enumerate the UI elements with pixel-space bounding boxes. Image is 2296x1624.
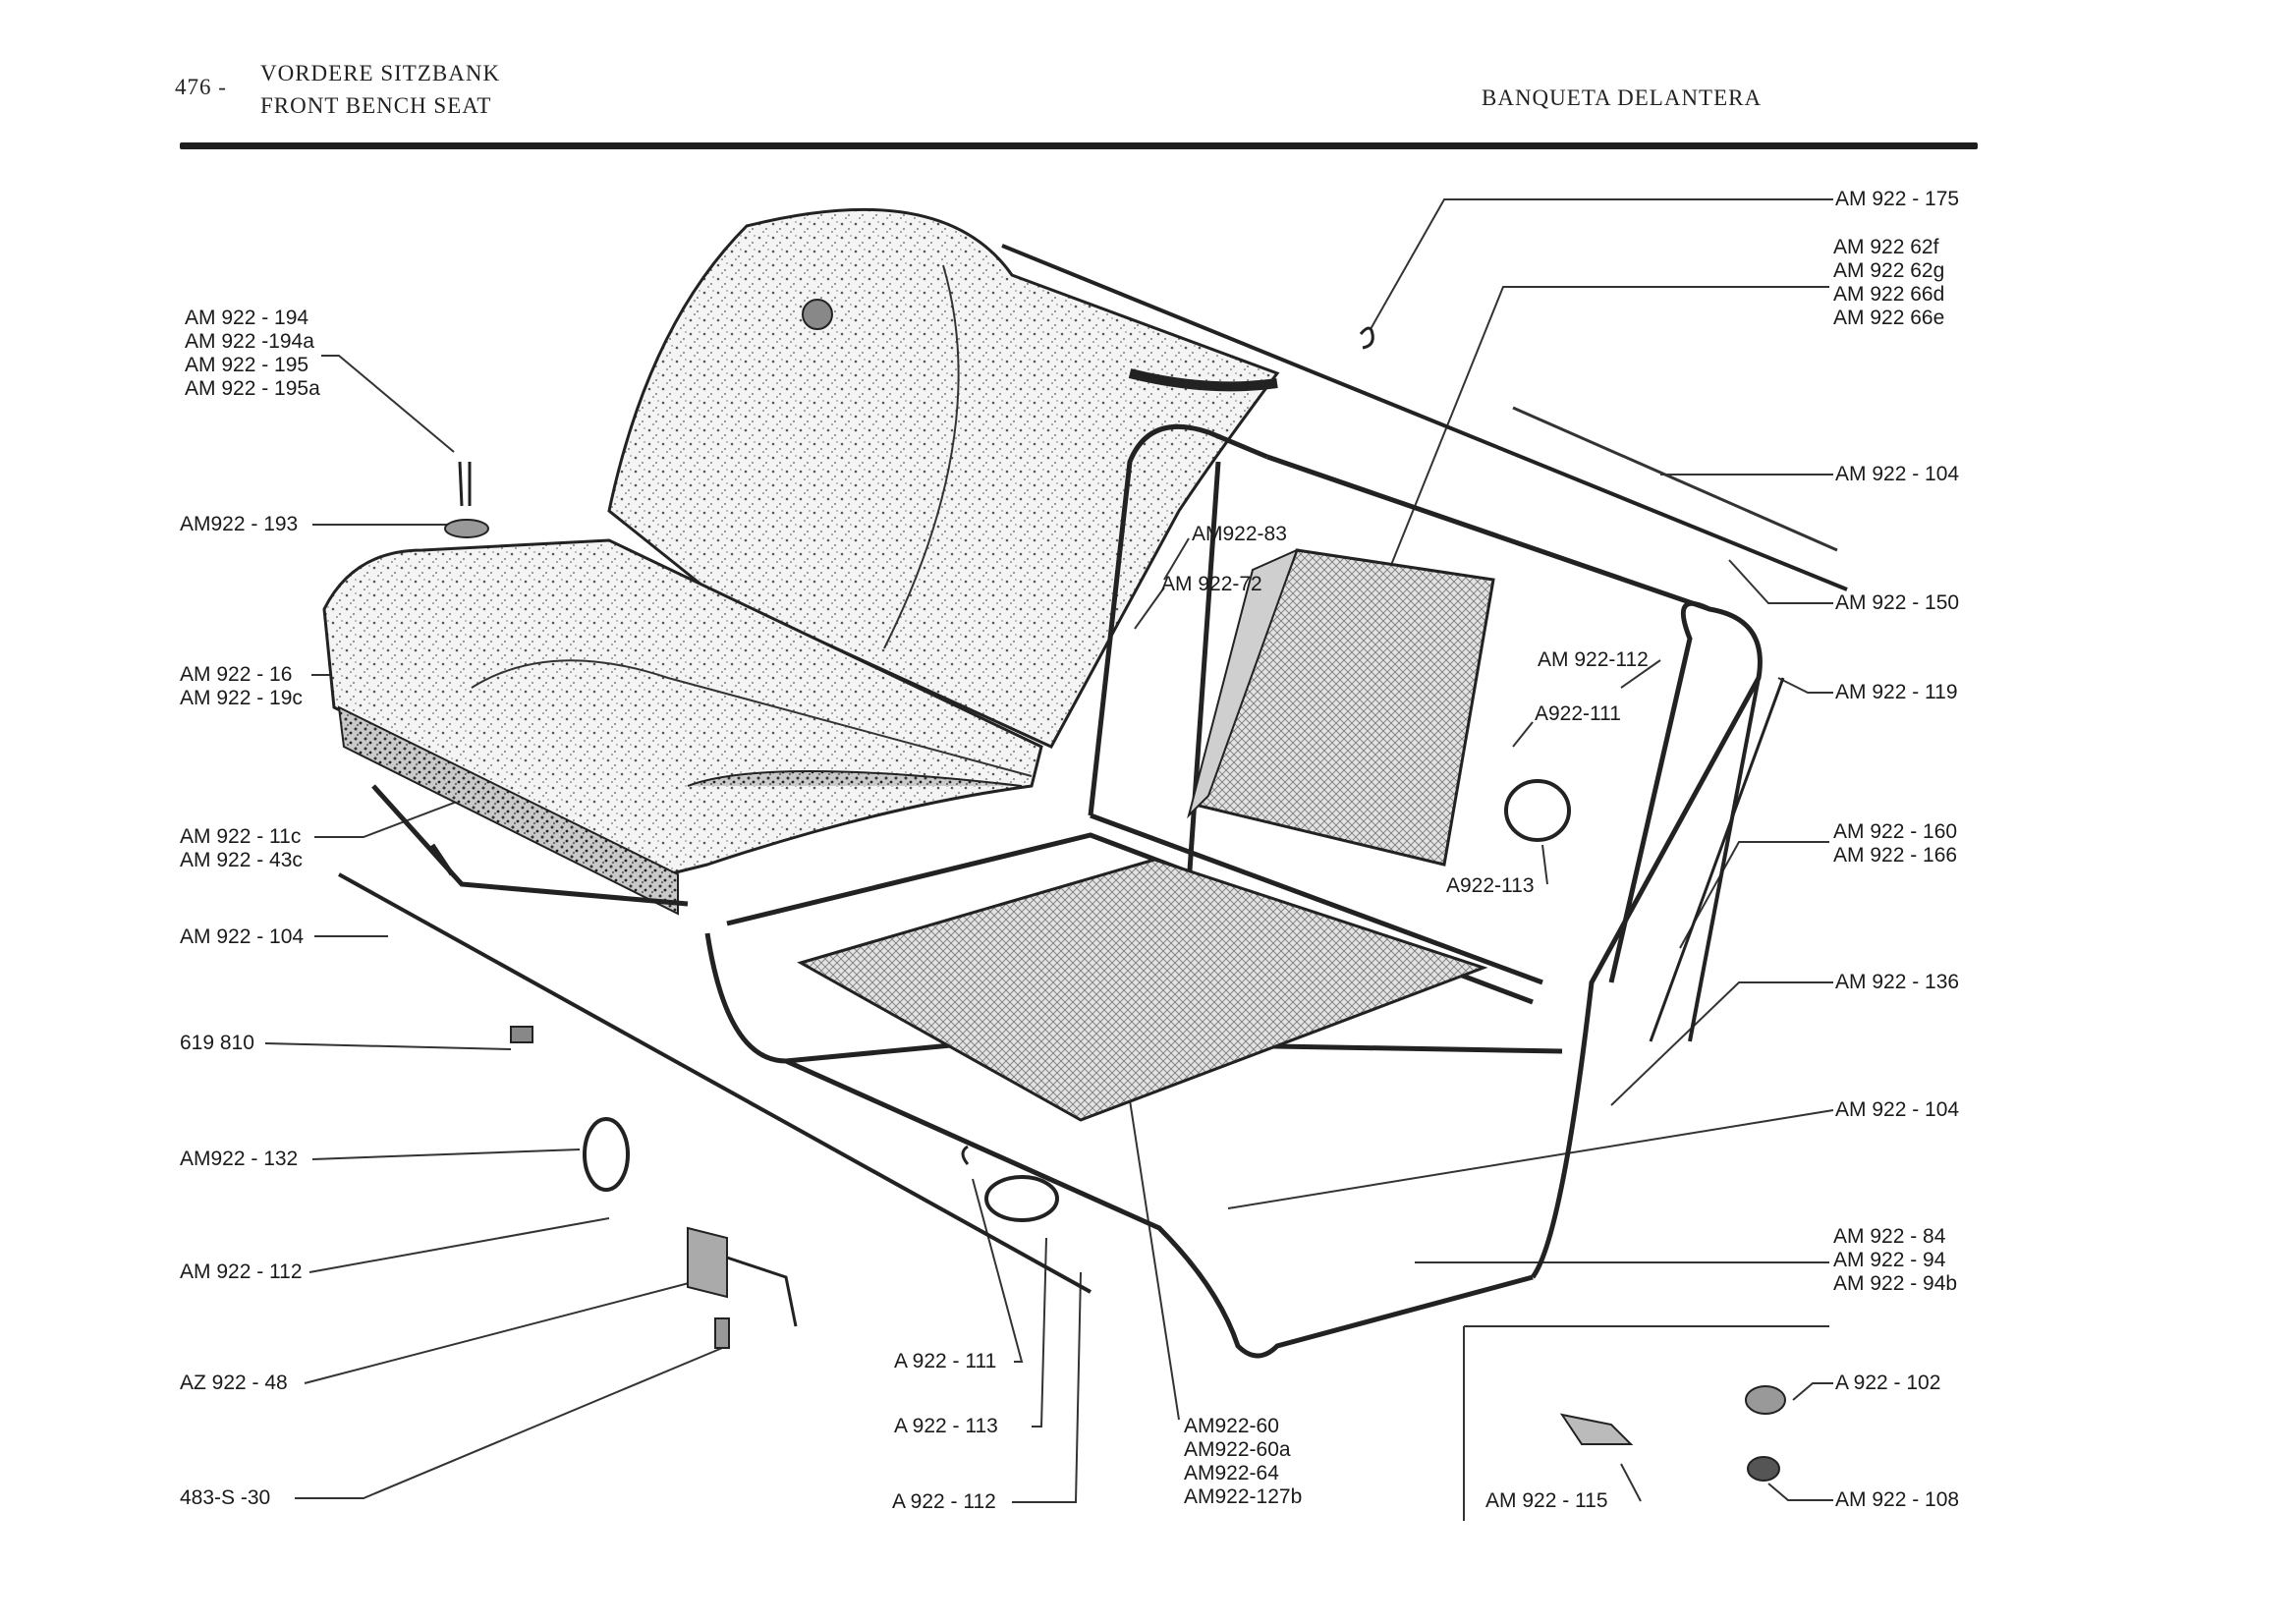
title-spanish: BANQUETA DELANTERA — [1482, 85, 1763, 110]
spring-hook — [961, 1145, 970, 1165]
callout-cushion: AM 922 - 11c AM 922 - 43c — [180, 825, 303, 871]
seat-frame — [371, 423, 1763, 1359]
callout-bolt: 483-S -30 — [180, 1486, 271, 1509]
callout-clip: 619 810 — [180, 1032, 254, 1054]
callout-upper-rod: AM 922 - 104 — [1835, 463, 1960, 485]
callout-side-rods: AM 922 - 160 AM 922 - 166 — [1833, 820, 1958, 867]
callout-clamp: AM 922 - 115 — [1485, 1489, 1608, 1512]
leader-lines — [264, 198, 1834, 1521]
callout-inner-112: AM 922-112 — [1538, 648, 1649, 671]
cap-part — [1747, 1456, 1780, 1482]
grommet — [1504, 779, 1571, 842]
callout-mesh-panel: AM922-60 AM922-60a AM922-64 AM922-127b — [1184, 1415, 1303, 1508]
ring-part — [583, 1117, 630, 1192]
callout-grommet-a: A 922 - 113 — [894, 1415, 998, 1437]
headrest-socket — [802, 299, 833, 330]
title-english: FRONT BENCH SEAT — [260, 93, 492, 118]
headrest-rod — [458, 461, 472, 507]
callout-hook: AM 922 - 112 — [180, 1260, 303, 1283]
backrest — [607, 207, 1280, 749]
clamp-part — [1559, 1413, 1634, 1445]
callout-inner-83: AM922-83 — [1192, 523, 1287, 545]
header-rule — [180, 142, 1978, 149]
callout-inner-113: A922-113 — [1446, 874, 1535, 897]
bracket-part — [687, 1226, 728, 1299]
callout-washer: AM922 - 193 — [180, 513, 299, 535]
callout-spring-hook-a: A 922 - 111 — [894, 1350, 997, 1372]
s-hook-part — [1359, 326, 1374, 350]
callout-ring: AM922 - 132 — [180, 1148, 299, 1170]
callout-cap: AM 922 - 108 — [1835, 1488, 1960, 1511]
callout-spring-hook-b: A 922 - 112 — [892, 1490, 996, 1513]
callout-strip: AM 922 - 136 — [1835, 971, 1960, 993]
callout-knob: A 922 - 102 — [1835, 1372, 1941, 1394]
callout-inner-72: AM 922-72 — [1161, 573, 1262, 595]
callout-inner-111: A922-111 — [1535, 702, 1621, 725]
washer-part — [444, 519, 489, 538]
knob-part — [1745, 1385, 1786, 1415]
bolt-part — [714, 1317, 730, 1349]
callout-long-rod: AM 922 - 119 — [1835, 681, 1958, 703]
callout-back-panel: AM 922 62f AM 922 62g AM 922 66d AM 922 … — [1833, 236, 1945, 329]
back-mesh-panel — [1196, 548, 1495, 867]
callout-bracket: AZ 922 - 48 — [180, 1372, 288, 1394]
ring-grommet — [984, 1175, 1059, 1222]
seat-mesh-panel — [797, 858, 1488, 1122]
callout-frame: AM 922 - 84 AM 922 - 94 AM 922 - 94b — [1833, 1225, 1958, 1295]
title-german: VORDERE SITZBANK — [260, 61, 501, 85]
callout-seat-cover: AM 922 - 16 AM 922 - 19c — [180, 663, 303, 709]
callout-rod-left: AM 922 - 104 — [180, 925, 305, 948]
callout-lower-rod: AM 922 - 104 — [1835, 1098, 1960, 1121]
clip-part — [510, 1026, 533, 1043]
callout-s-hook: AM 922 - 175 — [1835, 188, 1960, 210]
callout-rail: AM 922 - 150 — [1835, 591, 1960, 614]
page-number: 476 - — [175, 75, 227, 99]
callout-headrest-parts: AM 922 - 194 AM 922 -194a AM 922 - 195 A… — [185, 307, 320, 400]
